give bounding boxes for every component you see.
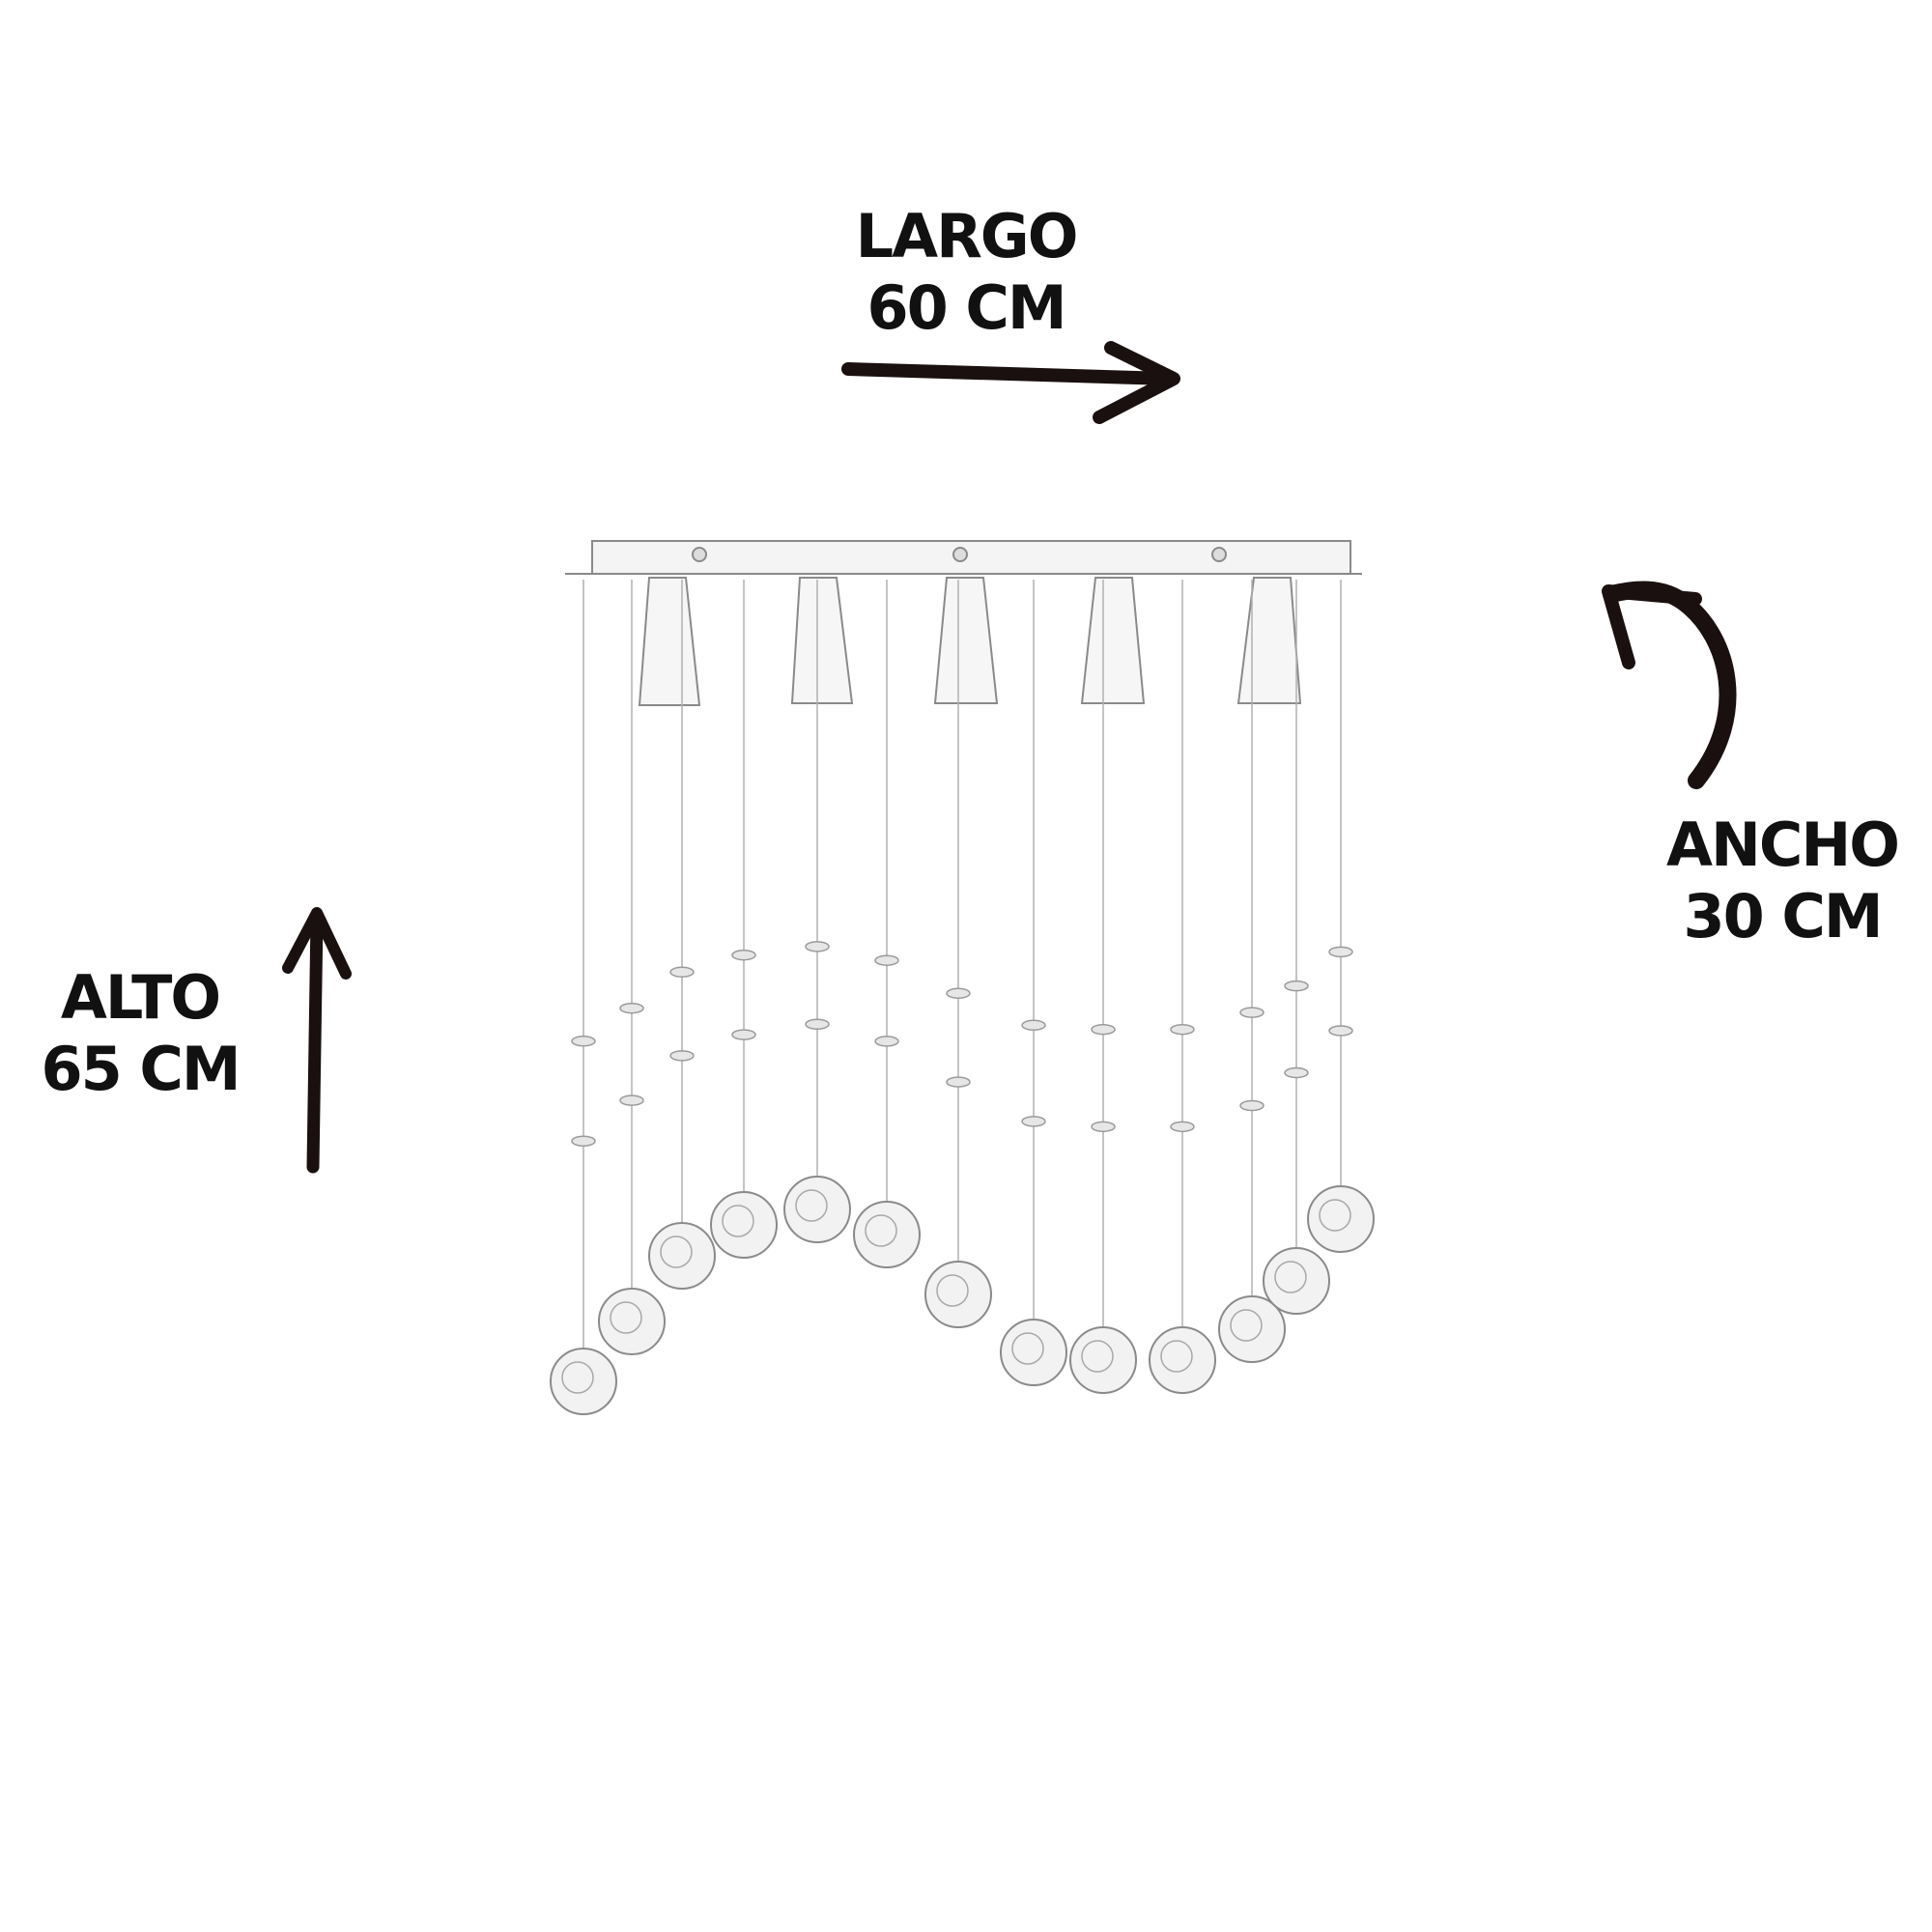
crystal-bead [874,954,899,966]
crystal-ball [1307,1185,1375,1253]
crystal-ball [1000,1319,1067,1386]
crystal-bead [805,941,830,952]
crystal-bead [946,1076,971,1088]
crystal-bead [571,1135,596,1148]
largo-title: LARGO [855,201,1079,271]
crystal-ball [598,1288,666,1355]
crystal-drops [550,580,1375,1415]
crystal-ball [783,1176,851,1243]
crystal-bead [805,1018,830,1030]
crystal-facet [561,1361,594,1394]
crystal-bead [731,1029,756,1040]
crystal-ball [853,1201,921,1268]
crystal-facet [1230,1309,1263,1342]
crystal-bead [1328,1025,1353,1037]
ancho-value: 30 CM [1683,881,1883,952]
crystal-facet [1011,1332,1044,1365]
crystal-facet [1081,1340,1114,1373]
largo-value: 60 CM [867,272,1066,343]
crystal-bead [669,1050,695,1062]
crystal-bead [874,1036,899,1047]
crystal-facet [610,1301,642,1334]
crystal-bead [619,1094,644,1106]
crystal-bead [1239,1007,1264,1018]
crystal-bead [731,949,756,961]
crystal-ball [1069,1326,1137,1394]
crystal-bead [669,966,695,979]
largo-arrow-icon [841,341,1180,424]
alto-dimension-label: ALTO 65 CM [29,962,251,1105]
crystal-facet [936,1274,969,1307]
crystal-bead [1284,980,1309,992]
crystal-facet [795,1189,828,1222]
crystal-ball [710,1191,778,1259]
ancho-arrow-icon [1602,581,1737,789]
crystal-ball [550,1348,617,1415]
ancho-dimension-label: ANCHO 30 CM [1642,810,1922,952]
crystal-bead [1021,1019,1046,1032]
crystal-bead [1091,1121,1116,1133]
crystal-facet [1160,1340,1193,1373]
crystal-ball [1149,1326,1216,1394]
crystal-bead [1239,1099,1264,1112]
crystal-bead [1284,1066,1309,1079]
crystal-bead [571,1036,596,1047]
crystal-bead [1091,1023,1116,1036]
crystal-bead [1170,1023,1195,1036]
crystal-bead [1170,1121,1195,1133]
spotlight-shades [638,577,1302,706]
crystal-ball [1218,1295,1286,1363]
alto-value: 65 CM [41,1034,241,1104]
crystal-bead [619,1002,644,1014]
crystal-facet [1274,1261,1307,1293]
crystal-ball [924,1261,992,1328]
crystal-bead [1328,946,1353,958]
ancho-title: ANCHO [1666,810,1900,880]
crystal-bead [946,987,971,1000]
largo-dimension-label: LARGO 60 CM [831,201,1101,344]
chandelier-drawing [565,540,1362,706]
crystal-bead [1021,1116,1046,1127]
alto-title: ALTO [60,962,221,1033]
alto-arrow-icon [282,907,352,1174]
crystal-facet [865,1214,897,1247]
crystal-facet [722,1205,754,1237]
crystal-facet [660,1236,693,1268]
crystal-facet [1319,1199,1351,1232]
crystal-ball [1263,1247,1330,1315]
crystal-ball [648,1222,716,1290]
